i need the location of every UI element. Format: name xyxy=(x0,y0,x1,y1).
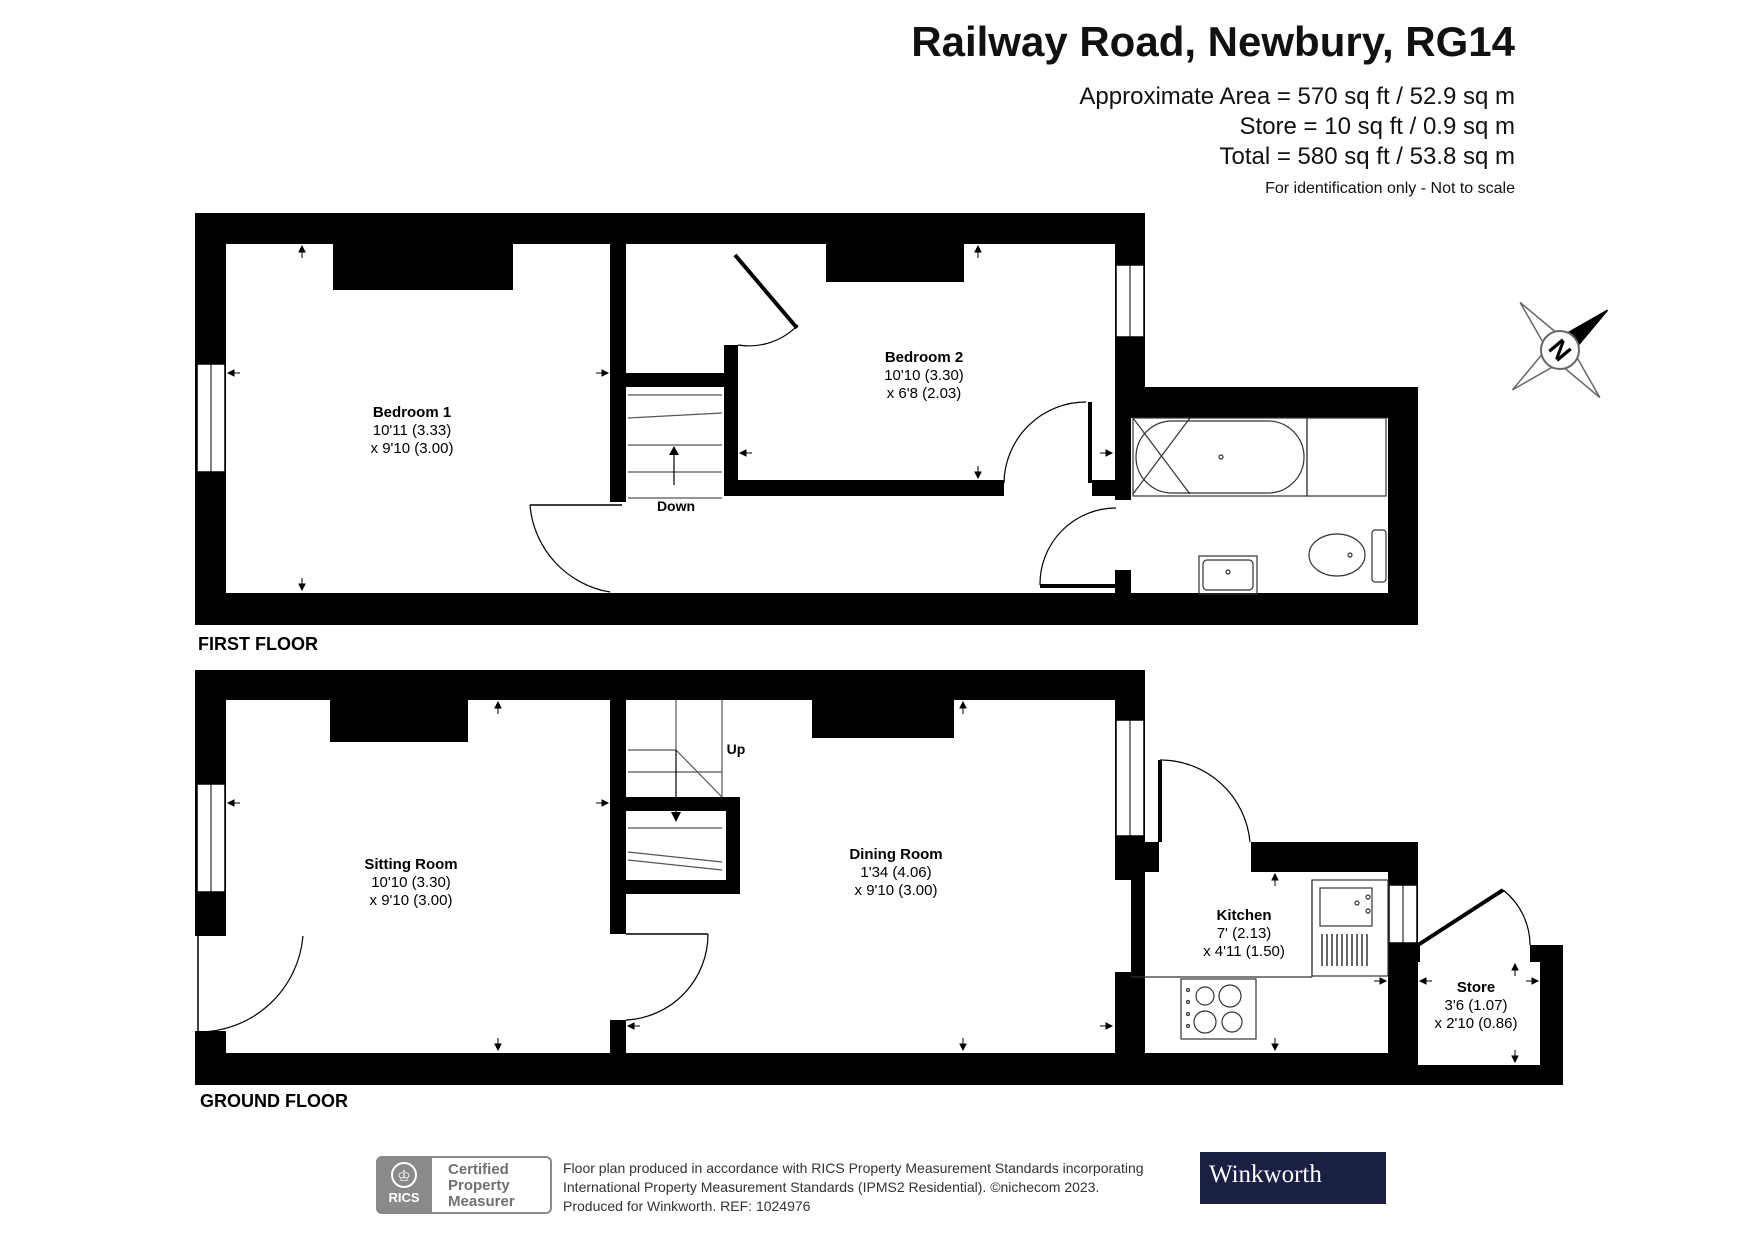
room-dimension: x 9'10 (3.00) xyxy=(855,882,938,899)
room-name: Bedroom 1 xyxy=(373,404,451,421)
stairs-label: Down xyxy=(657,498,695,514)
door-swing xyxy=(529,253,1117,593)
partition-wall xyxy=(610,244,626,502)
room-name: Dining Room xyxy=(849,846,942,863)
floor-label-ground: GROUND FLOOR xyxy=(200,1091,348,1111)
rics-seal-icon: ♔ xyxy=(391,1162,417,1188)
toilet xyxy=(1308,529,1387,583)
winkworth-logo: Winkworth xyxy=(1200,1152,1386,1204)
disclaimer: For identification only - Not to scale xyxy=(1265,180,1515,197)
kitchen-walls xyxy=(1115,842,1418,1085)
room-dimension: 10'10 (3.30) xyxy=(884,367,964,384)
partition-wall xyxy=(610,700,626,934)
rics-logo: ♔ RICS xyxy=(376,1156,432,1214)
partition-wall xyxy=(724,480,1004,496)
basin xyxy=(1198,555,1258,595)
partition-wall xyxy=(1115,340,1131,500)
partition-wall xyxy=(626,373,730,387)
partition-wall xyxy=(1115,570,1131,600)
room-dimension: x 9'10 (3.00) xyxy=(371,440,454,457)
area-line: Store = 10 sq ft / 0.9 sq m xyxy=(1239,113,1515,140)
property-title: Railway Road, Newbury, RG14 xyxy=(911,18,1515,65)
rics-short-label: RICS xyxy=(388,1190,420,1205)
chimney-breast xyxy=(826,244,964,282)
room-name: Bedroom 2 xyxy=(885,349,963,366)
footer-notice: Floor plan produced in accordance with R… xyxy=(563,1159,1144,1216)
first-floor-plan: Down xyxy=(195,213,1418,625)
floor-label-first: FIRST FLOOR xyxy=(198,634,318,654)
footer-line: Floor plan produced in accordance with R… xyxy=(563,1160,1144,1176)
partition-wall xyxy=(626,880,740,894)
room-dimension: x 2'10 (0.86) xyxy=(1435,1015,1518,1032)
badge-line: Certified xyxy=(448,1161,509,1178)
partition-wall xyxy=(610,1020,626,1054)
room-name: Kitchen xyxy=(1216,907,1271,924)
bathtub xyxy=(1132,417,1387,497)
room-dimension: 10'11 (3.33) xyxy=(373,422,451,439)
measurement-arrows xyxy=(226,700,1540,1064)
area-line: Total = 580 sq ft / 53.8 sq m xyxy=(1219,143,1516,170)
chimney-breast xyxy=(812,700,954,738)
room-dimension: 10'10 (3.30) xyxy=(371,874,451,891)
room-dimension: x 6'8 (2.03) xyxy=(887,385,962,402)
room-dimension: 7' (2.13) xyxy=(1217,925,1272,942)
measurement-arrows xyxy=(226,244,1114,592)
footer-line: Produced for Winkworth. REF: 1024976 xyxy=(563,1198,811,1214)
footer-line: International Property Measurement Stand… xyxy=(563,1179,1100,1195)
door-swing xyxy=(197,759,1531,1033)
partition-wall xyxy=(626,797,736,811)
partition-wall xyxy=(726,797,740,893)
rics-certified-badge: ♔ RICS Certified Property Measurer xyxy=(376,1156,552,1214)
chimney-breast xyxy=(330,700,468,742)
room-name: Store xyxy=(1457,979,1495,996)
ground-floor-plan: Up xyxy=(195,670,1563,1085)
area-summary: Approximate Area = 570 sq ft / 52.9 sq m… xyxy=(1079,82,1515,172)
staircase xyxy=(627,700,723,871)
room-dimension: x 4'11 (1.50) xyxy=(1203,943,1285,960)
partition-wall xyxy=(1092,480,1130,496)
area-line: Approximate Area = 570 sq ft / 52.9 sq m xyxy=(1079,83,1515,110)
chimney-breast xyxy=(333,244,513,290)
partition-wall xyxy=(724,345,738,495)
room-name: Sitting Room xyxy=(364,856,457,873)
badge-text: Certified Property Measurer xyxy=(448,1162,515,1210)
room-dimension: 1'34 (4.06) xyxy=(860,864,931,881)
kitchen-counter xyxy=(1131,879,1389,978)
compass-rose-icon xyxy=(1511,301,1609,399)
stairs-label: Up xyxy=(727,741,746,757)
staircase xyxy=(627,394,723,499)
badge-line: Measurer xyxy=(448,1193,515,1210)
hob xyxy=(1180,978,1257,1040)
room-dimension: 3'6 (1.07) xyxy=(1445,997,1508,1014)
room-dimension: x 9'10 (3.00) xyxy=(370,892,453,909)
badge-line: Property xyxy=(448,1177,510,1194)
